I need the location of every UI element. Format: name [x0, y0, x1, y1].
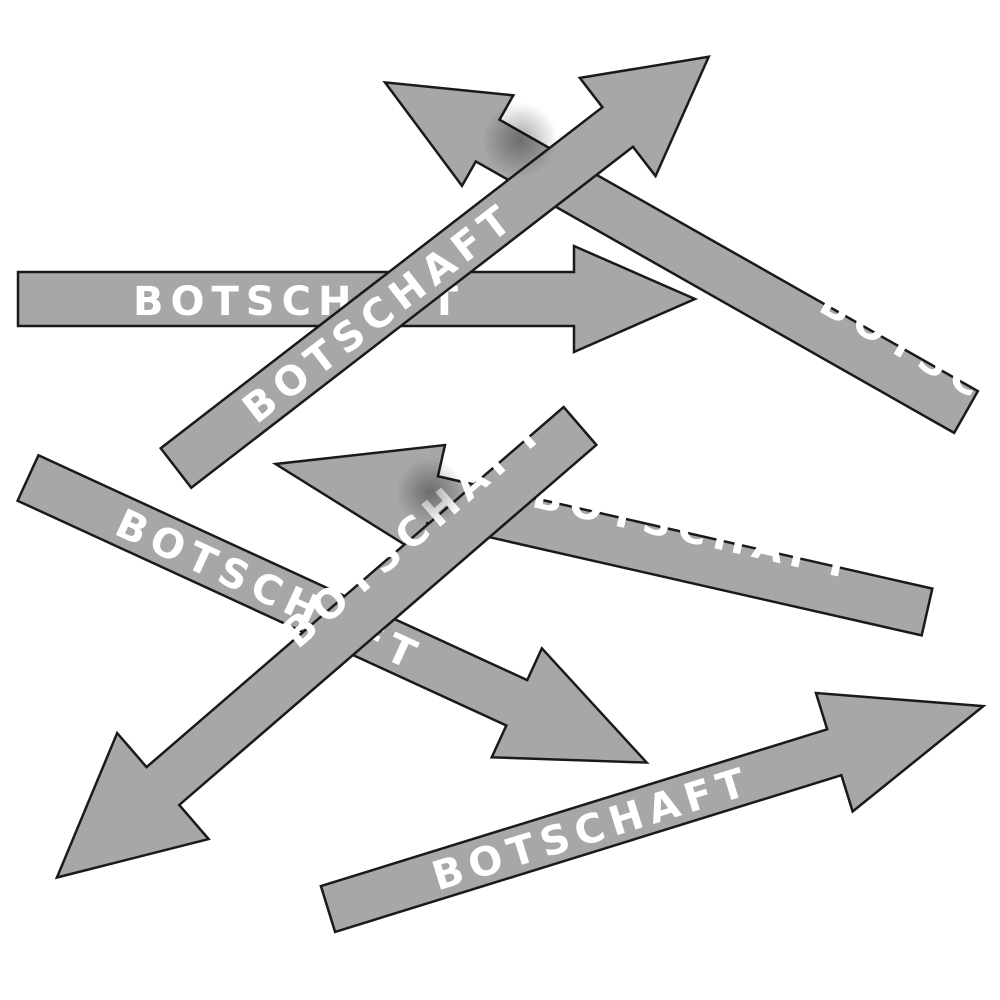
- arrow-down-left-icon: [54, 405, 599, 880]
- arrow-up-right-icon: [319, 691, 987, 934]
- crossing-shadow: [482, 102, 558, 178]
- arrow-label: BOTSCHAFT: [427, 758, 758, 900]
- arrow-up-right-icon: [158, 55, 711, 490]
- crossing-shadow: [396, 458, 464, 526]
- arrow-up-right-bottom: BOTSCHAFT: [319, 691, 987, 934]
